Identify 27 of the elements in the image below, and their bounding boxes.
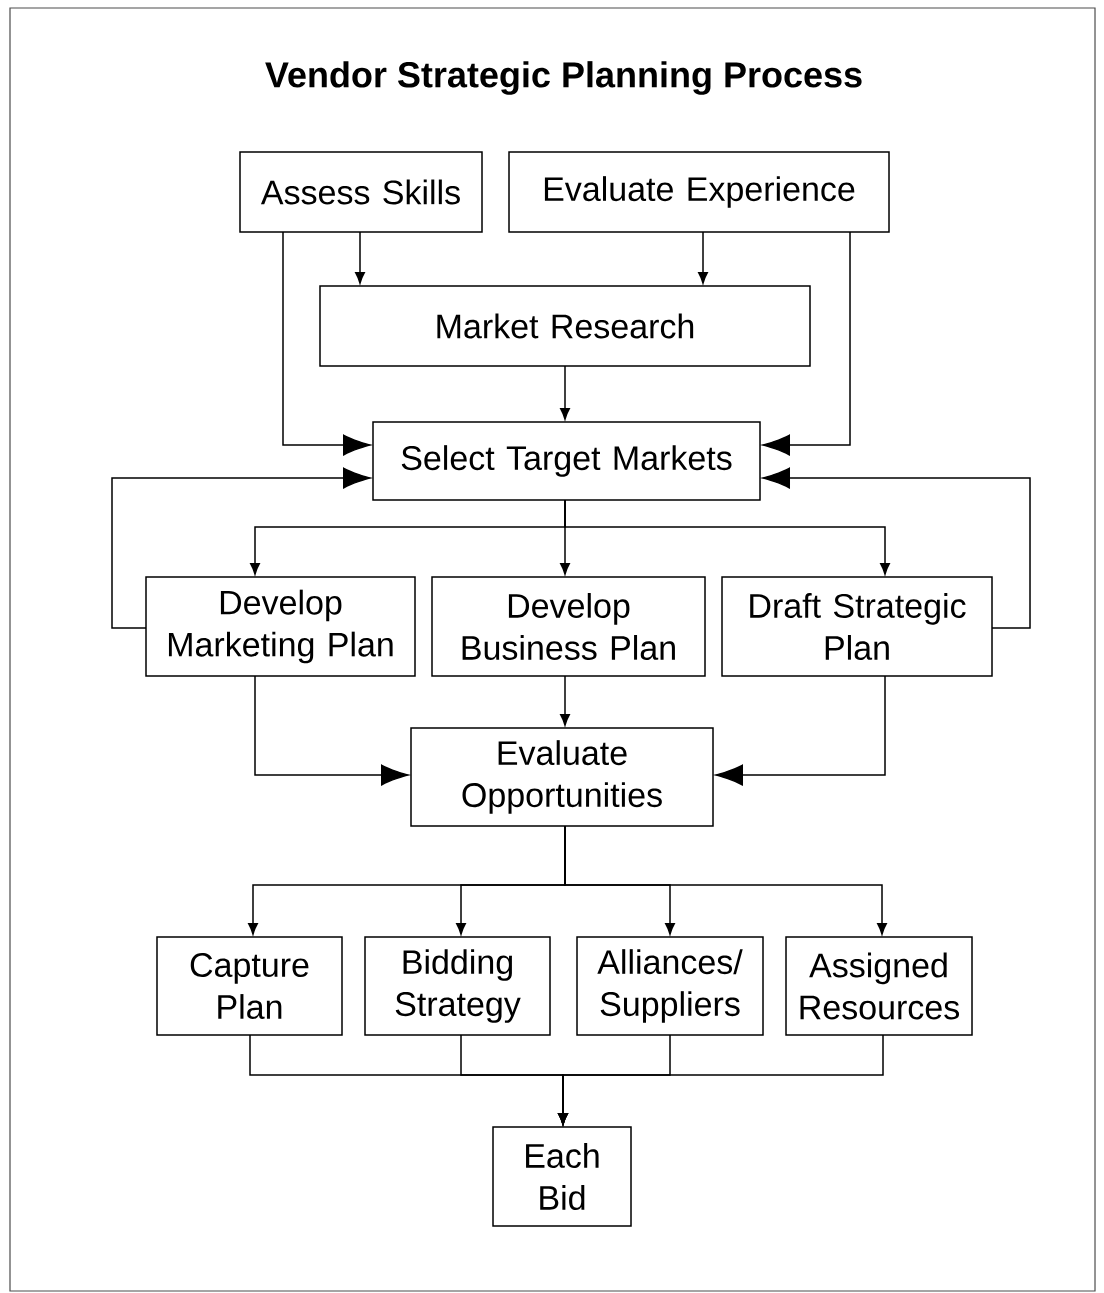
process-box: Each Bid bbox=[492, 1126, 632, 1227]
process-box: Market Research bbox=[319, 285, 811, 367]
process-box: Draft Strategic Plan bbox=[721, 576, 993, 677]
process-box: Evaluate Opportunities bbox=[410, 727, 714, 827]
process-box: Bidding Strategy bbox=[364, 936, 551, 1036]
arrow bbox=[762, 231, 851, 456]
arrow bbox=[560, 675, 570, 726]
arrow bbox=[560, 365, 570, 420]
arrow bbox=[254, 675, 409, 786]
arrow bbox=[355, 231, 365, 284]
arrow bbox=[698, 231, 708, 284]
process-box: Assess Skills bbox=[239, 151, 483, 233]
process-box: Assigned Resources bbox=[785, 936, 973, 1036]
arrow bbox=[564, 825, 887, 935]
process-box: Select Target Markets bbox=[372, 421, 761, 501]
arrow bbox=[564, 499, 890, 575]
arrow bbox=[282, 231, 371, 456]
arrow bbox=[762, 467, 1031, 629]
process-box: Develop Business Plan bbox=[431, 576, 706, 677]
process-box: Alliances/ Suppliers bbox=[576, 936, 764, 1036]
process-box: Capture Plan bbox=[156, 936, 343, 1036]
title: Vendor Strategic Planning Process bbox=[265, 61, 862, 95]
process-box: Evaluate Experience bbox=[508, 151, 890, 233]
arrow bbox=[715, 675, 886, 786]
arrow bbox=[558, 1034, 884, 1125]
process-box: Develop Marketing Plan bbox=[145, 576, 416, 677]
arrow bbox=[111, 467, 371, 629]
